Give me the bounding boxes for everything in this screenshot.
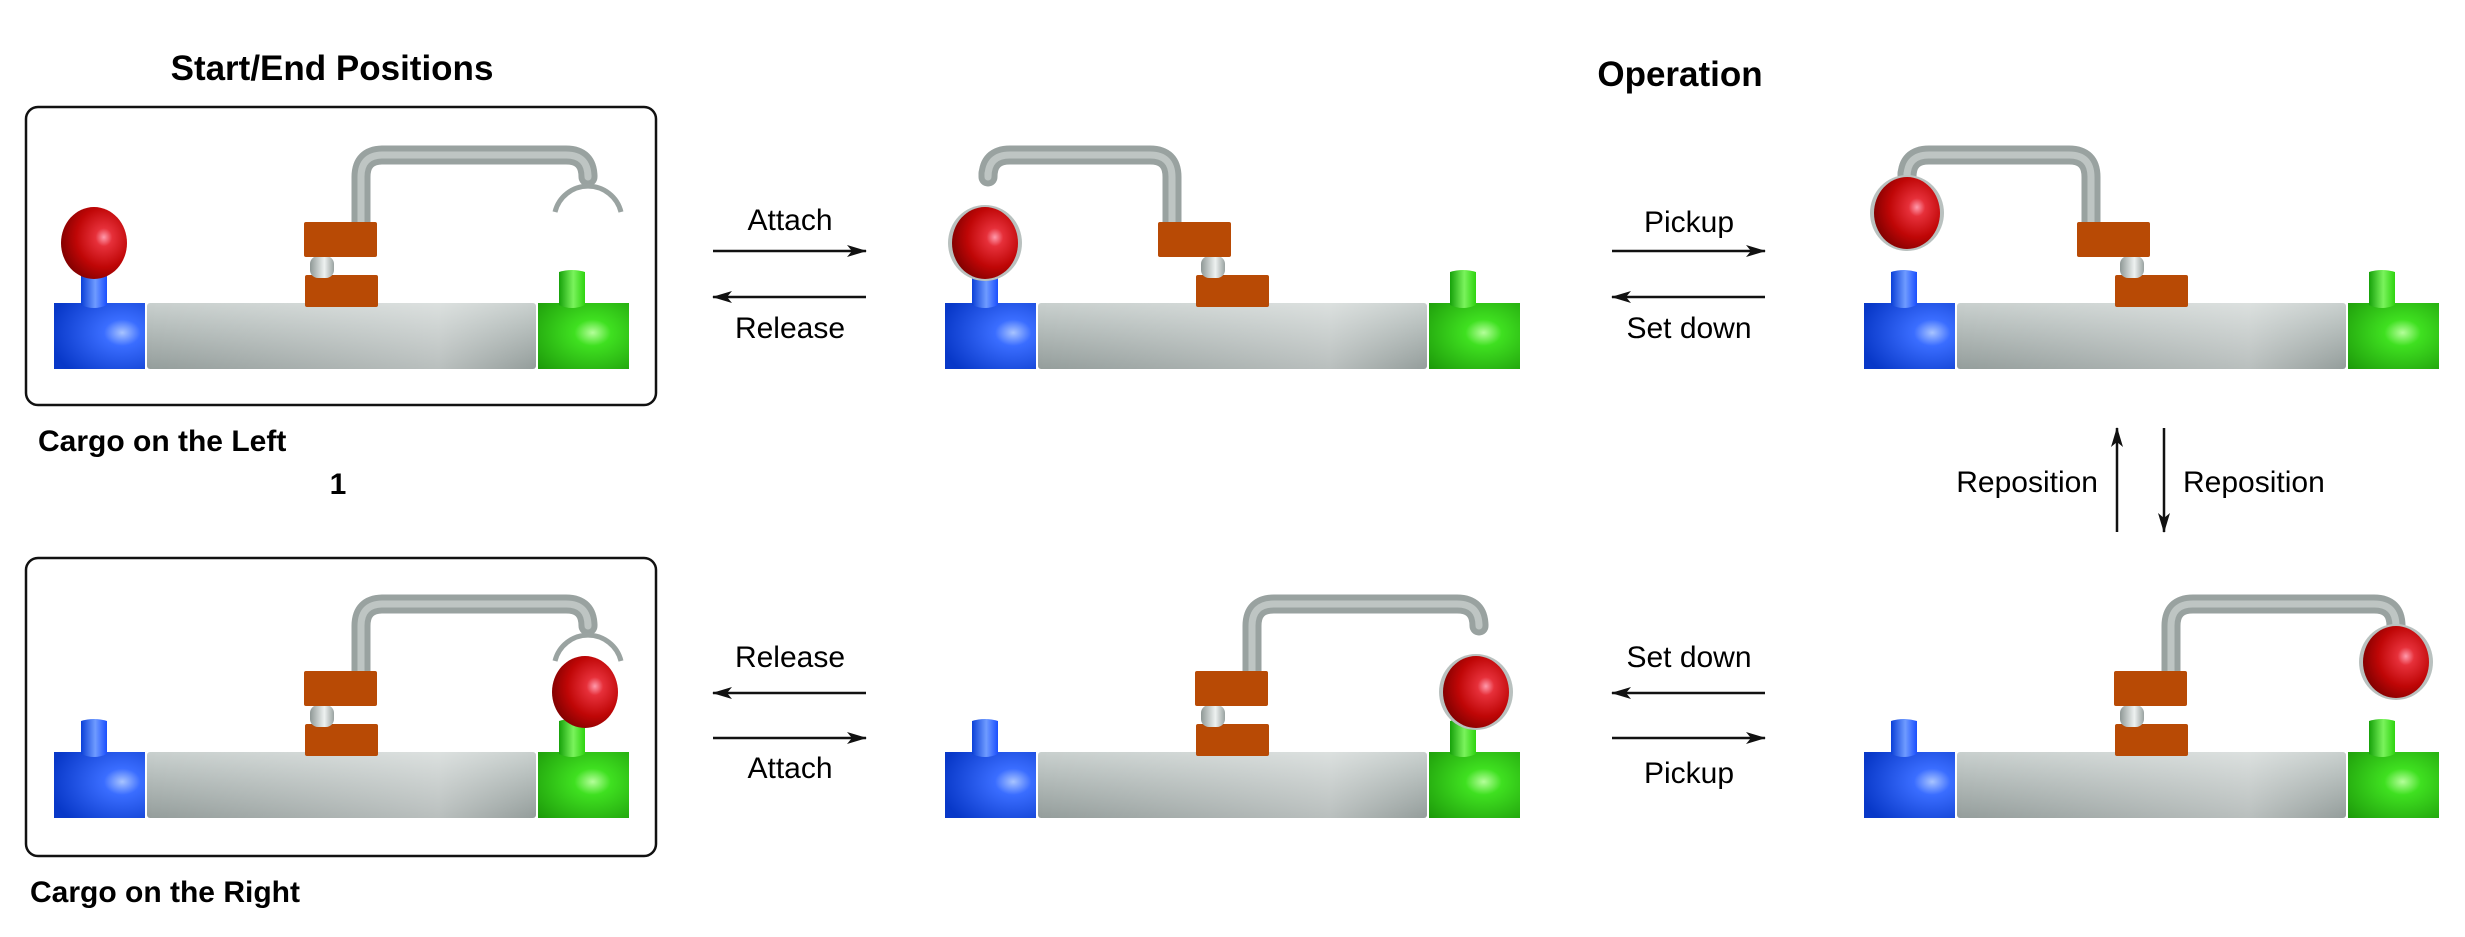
operation-heading: Operation [1597,55,1762,94]
right-station-block [1429,752,1520,818]
set-down-label: Set down [1626,312,1751,345]
cargo-ball-icon [2363,626,2429,698]
slider-upper-block [2077,222,2150,257]
left-station-block [1864,303,1955,369]
cargo-ball-icon [1443,656,1509,728]
transition-pickup-setdown-top: Pickup Set down [1611,206,1766,345]
cargo-right-caption: Cargo on the Right [30,876,300,909]
left-station-stub [81,270,107,308]
slider-lower-block [305,275,378,307]
gripper-hook-icon [552,632,624,662]
robotic-arm [351,145,598,235]
slider-upper-block [304,222,377,257]
left-station-block [54,303,145,369]
right-station-block [2348,303,2439,369]
right-station-block [2348,752,2439,818]
robotic-arm [978,145,1182,235]
track-rod-highlight [1038,752,1427,818]
robotic-arm-highlight [2167,600,2400,678]
left-station-block [1864,752,1955,818]
release-label: Release [735,312,845,345]
transition-setdown-pickup-bottom: Set down Pickup [1611,641,1766,790]
right-station-stub [1450,270,1476,308]
slider-lower-block [2115,724,2188,756]
gripper-hook-icon [552,183,624,213]
pickup-label: Pickup [1644,206,1734,239]
right-station-stub [559,270,585,308]
right-station-stub [559,719,585,757]
machine-panel-start-cargo-left [54,145,629,369]
robotic-arm-highlight [984,151,1176,229]
machine-panel-picked-up-left [1864,145,2439,369]
set-down-label: Set down [1626,641,1751,674]
slider-lower-block [2115,275,2188,307]
robotic-arm [351,594,598,684]
reposition-down-label: Reposition [2183,466,2325,499]
slider-upper-block [304,671,377,706]
attach-label: Attach [747,204,832,237]
slider-upper-block [1158,222,1231,257]
track-rod-highlight [1038,303,1427,369]
machine-panel-picked-up-right [1864,594,2439,818]
machine-panels [54,145,2439,818]
start-state-frame [24,105,658,407]
robotic-arm-highlight [357,151,592,229]
cargo-ball-icon [1874,177,1940,249]
slider-stem [310,256,334,278]
left-station-stub [972,719,998,757]
reposition-up-label: Reposition [1956,466,2098,499]
cargo-ball-icon [952,207,1018,279]
start-end-positions-heading: Start/End Positions [171,49,494,88]
left-station-block [54,752,145,818]
right-station-stub [2369,270,2395,308]
machine-panel-attached-right [945,594,1520,818]
slider-lower-block [1196,724,1269,756]
attach-label: Attach [747,752,832,785]
right-station-block [538,303,629,369]
cargo-ball-icon [552,656,618,728]
slider-upper-block [1195,671,1268,706]
track-rod-highlight [1957,303,2346,369]
robotic-arm-highlight [1903,151,2095,229]
slider-stem [1201,705,1225,727]
robotic-arm-highlight [357,600,592,678]
slider-upper-block [2114,671,2187,706]
pickup-label: Pickup [1644,757,1734,790]
slider-stem [2120,256,2144,278]
track-rod-highlight [147,303,536,369]
left-station-stub [1891,719,1917,757]
robotic-arm [1242,594,1489,684]
transition-attach-release-top: Attach Release [712,204,867,345]
right-station-stub [2369,719,2395,757]
machine-panel-end-cargo-right [54,594,629,818]
right-station-block [538,752,629,818]
left-station-block [945,752,1036,818]
end-state-frame [24,556,658,858]
machine-panel-attached-left [945,145,1520,369]
release-label: Release [735,641,845,674]
slider-lower-block [1196,275,1269,307]
transition-release-attach-bottom: Release Attach [712,641,867,785]
left-station-stub [1891,270,1917,308]
track-rod-highlight [147,752,536,818]
track-rod-highlight [1957,752,2346,818]
slider-lower-block [305,724,378,756]
slider-stem [2120,705,2144,727]
left-station-stub [81,719,107,757]
slider-stem [310,705,334,727]
right-station-block [1429,303,1520,369]
cargo-ball-icon [61,207,127,279]
robotic-arm-highlight [1248,600,1483,678]
cargo-left-caption: Cargo on the Left [38,425,286,458]
figure-number: 1 [330,468,347,501]
transition-reposition: Reposition Reposition [1956,427,2325,533]
left-station-block [945,303,1036,369]
slider-stem [1201,256,1225,278]
